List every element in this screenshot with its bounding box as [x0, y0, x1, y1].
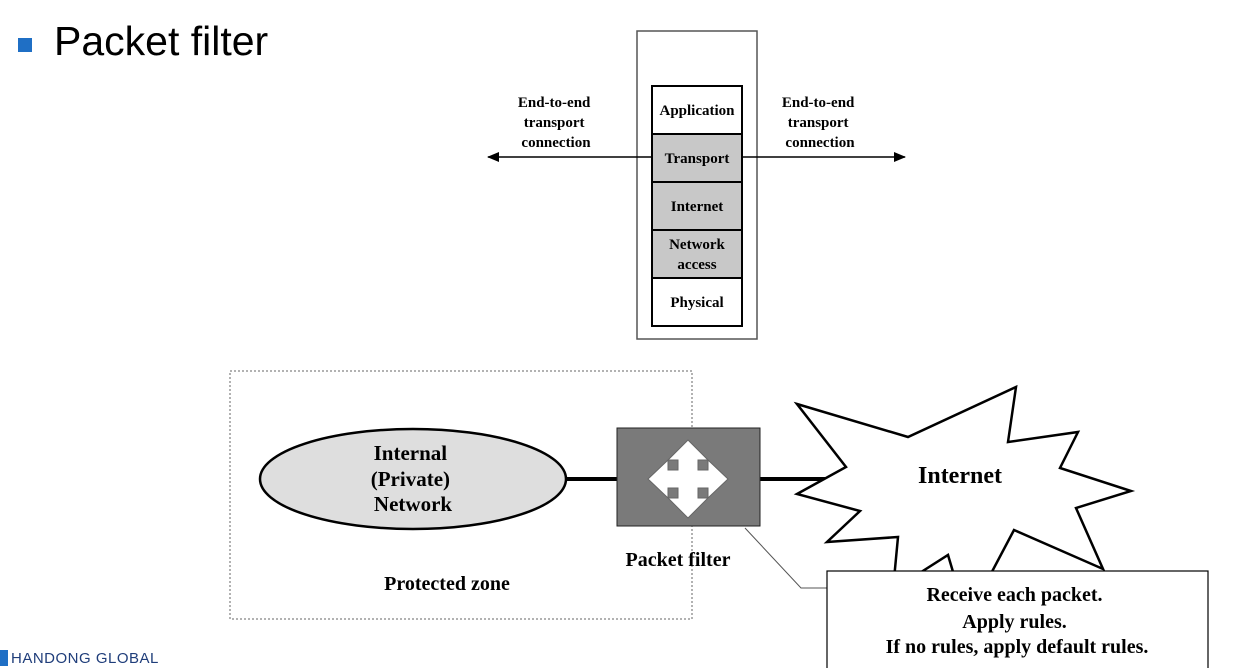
slide-title: Packet filter: [54, 18, 269, 64]
rules-callout-box: [826, 570, 1209, 668]
layer-transport-label: Transport: [665, 151, 730, 167]
layer-physical-label: Physical: [670, 295, 723, 311]
logo-text: HANDONG GLOBAL: [11, 650, 159, 667]
layer-internet-label: Internet: [671, 199, 724, 215]
internet-label: Internet: [918, 463, 1002, 489]
protected-zone-label: Protected zone: [384, 573, 510, 595]
logo-mark-icon: [0, 650, 8, 666]
rules-callout-text: Receive each packet. Apply rules. If no …: [886, 584, 1149, 658]
layer-network-access-box: [651, 229, 743, 279]
layer-application-label: Application: [659, 103, 735, 119]
four-way-arrows-icon: [647, 439, 729, 519]
layer-physical-box: [651, 277, 743, 327]
university-logo: HANDONG GLOBAL: [0, 650, 159, 668]
packet-filter-label: Packet filter: [626, 549, 731, 571]
internal-network-ellipse: [258, 427, 568, 531]
layer-internet-box: [651, 181, 743, 231]
right-transport-label: End-to-end transport connection: [782, 95, 858, 151]
layer-transport-box: [651, 133, 743, 183]
callout-leader-line: [744, 527, 828, 589]
title-bullet: [18, 38, 32, 52]
left-transport-label: End-to-end transport connection: [518, 95, 594, 151]
internal-network-label: Internal (Private) Network: [371, 441, 456, 516]
layer-application-box: [651, 85, 743, 135]
internet-starburst: [793, 384, 1136, 623]
